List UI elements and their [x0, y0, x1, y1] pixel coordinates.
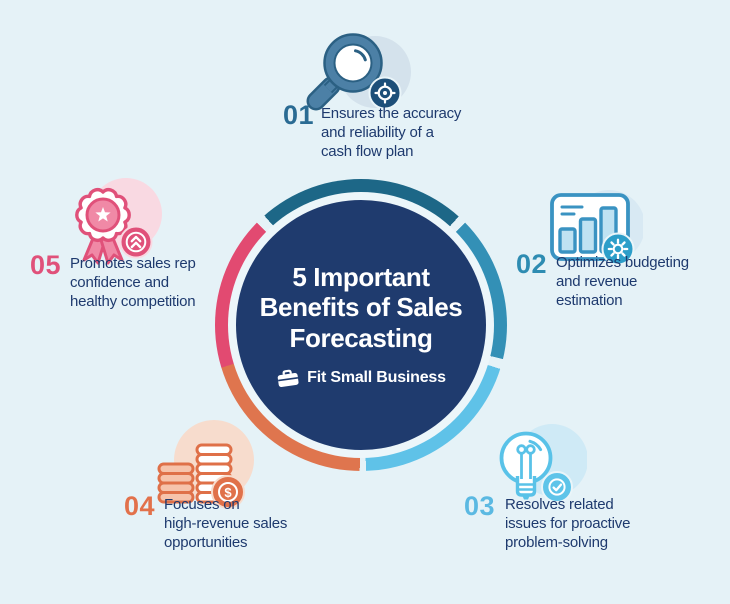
- magnifier-target-icon: [303, 26, 411, 118]
- item-number-02: 02: [516, 249, 548, 279]
- brand-logo: Fit Small Business: [276, 368, 446, 388]
- item-description-05: Promotes sales rep confidence and health…: [70, 255, 196, 311]
- lightbulb-check-icon: [487, 423, 587, 513]
- item-number-01: 01: [283, 100, 315, 130]
- item-description-04: Focuses on high-revenue sales opportunit…: [164, 496, 288, 552]
- coin-stacks-icon: $: [152, 418, 254, 512]
- item-number-04: 04: [124, 491, 156, 521]
- bar-chart-gear-icon: [543, 186, 643, 274]
- center-circle: 5 Important Benefits of Sales Forecastin…: [236, 200, 486, 450]
- item-description-03: Resolves related issues for proactive pr…: [505, 496, 631, 552]
- award-ribbon-icon: [58, 178, 163, 270]
- svg-text:$: $: [224, 485, 232, 500]
- infographic-title: 5 Important Benefits of Sales Forecastin…: [259, 262, 463, 353]
- item-number-03: 03: [464, 491, 496, 521]
- item-description-02: Optimizes budgeting and revenue estimati…: [556, 254, 689, 310]
- briefcase-icon: [276, 368, 300, 388]
- brand-name: Fit Small Business: [307, 368, 446, 386]
- item-description-01: Ensures the accuracy and reliability of …: [321, 105, 462, 161]
- item-number-05: 05: [30, 250, 62, 280]
